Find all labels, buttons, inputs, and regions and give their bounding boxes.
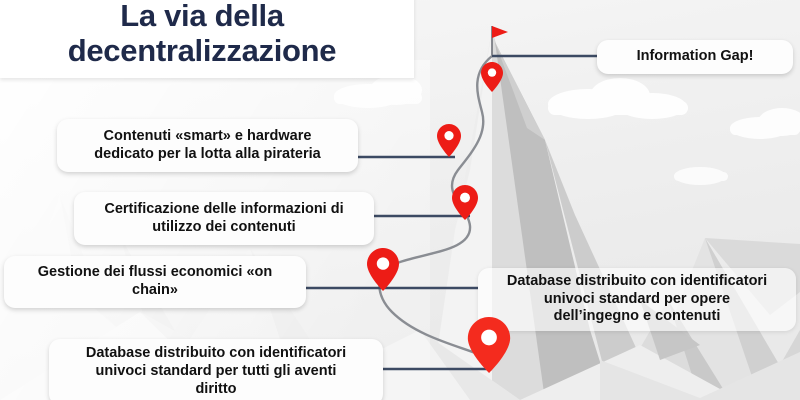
callout-economic-flows-text: Gestione dei flussi economici «on chain» <box>38 264 272 299</box>
title-panel: La via della decentralizzazione <box>0 0 414 78</box>
callout-database-left[interactable]: Database distribuito con identificatori … <box>49 339 383 400</box>
line-1: Contenuti «smart» e hardware <box>103 127 312 144</box>
summit-flag-icon <box>491 26 508 55</box>
clouds <box>334 75 800 185</box>
title-line-1: La via della <box>120 0 284 33</box>
callout-information-gap-text: Information Gap! <box>636 48 754 65</box>
line-1: Gestione dei flussi economici «on <box>37 264 273 281</box>
callout-database-left-text: Database distribuito con identificatori … <box>86 345 346 398</box>
line-1: Database distribuito con identificatori <box>85 345 347 362</box>
pin-database[interactable] <box>458 317 520 373</box>
page-title: La via della decentralizzazione <box>0 0 404 69</box>
callout-information-gap[interactable]: Information Gap! <box>597 40 793 74</box>
callout-economic-flows[interactable]: Gestione dei flussi economici «on chain» <box>4 256 306 308</box>
line-2: dedicato per la lotta alla pirateria <box>94 145 321 162</box>
title-line-2: decentralizzazione <box>67 33 337 69</box>
line-1: Certificazione delle informazioni di <box>104 200 344 217</box>
line-3: dell’ingegno e contenuti <box>553 308 721 325</box>
callout-database-right-text: Database distribuito con identificatori … <box>507 273 767 326</box>
line-2: utilizzo dei contenuti <box>152 218 296 235</box>
line-2: univoci standard per opere <box>543 290 731 307</box>
pin-economic-flows[interactable] <box>367 248 399 291</box>
pin-certification[interactable] <box>452 185 478 220</box>
callout-certification-text: Certificazione delle informazioni di uti… <box>104 201 343 236</box>
callout-smart-content[interactable]: Contenuti «smart» e hardware dedicato pe… <box>57 119 358 172</box>
line-1: Database distribuito con identificatori <box>506 272 768 289</box>
line-2: chain» <box>132 282 178 298</box>
line-3: diritto <box>195 380 237 397</box>
pin-information-gap[interactable] <box>481 62 503 92</box>
line-2: univoci standard per tutti gli aventi <box>95 363 337 380</box>
winding-trail <box>378 54 494 362</box>
callout-certification[interactable]: Certificazione delle informazioni di uti… <box>74 192 374 245</box>
callout-database-right[interactable]: Database distribuito con identificatori … <box>478 268 796 331</box>
callout-smart-content-text: Contenuti «smart» e hardware dedicato pe… <box>94 128 320 163</box>
pin-smart-content[interactable] <box>437 124 461 157</box>
